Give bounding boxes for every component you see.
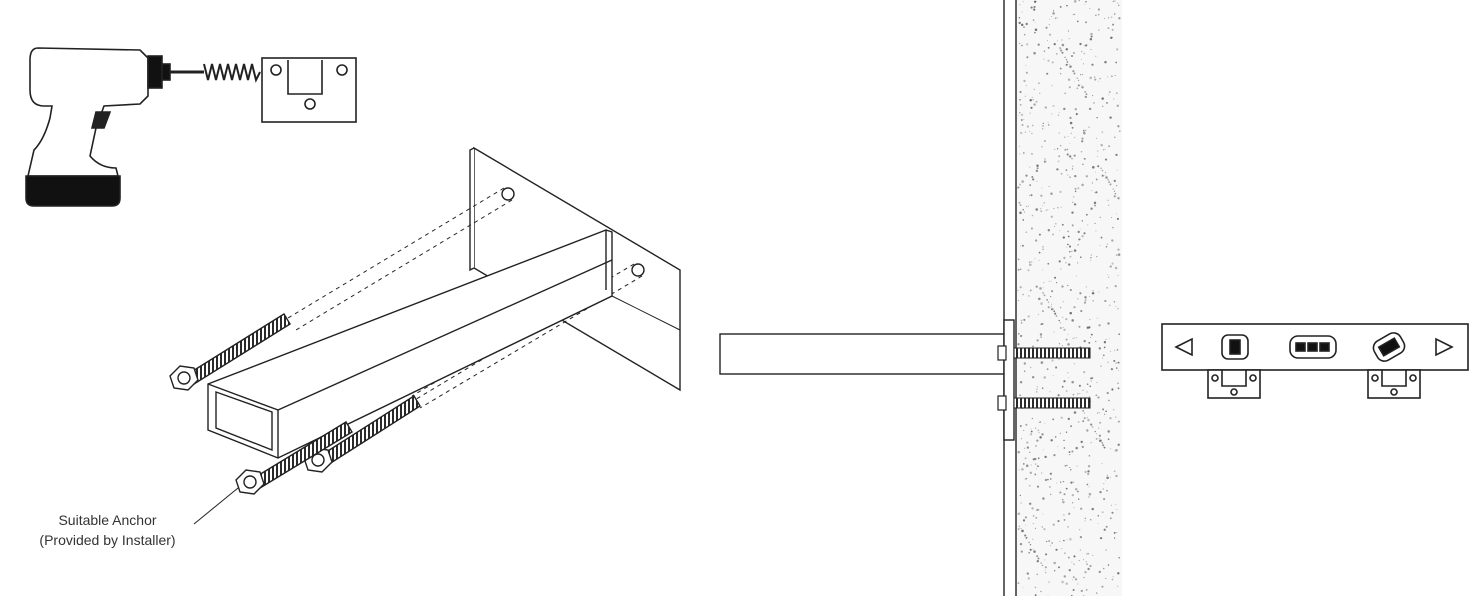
anchor-bolt (169, 313, 291, 391)
anchor-annotation: Suitable Anchor (Provided by Installer) (0, 510, 215, 550)
mounted-tube (719, 333, 1005, 375)
embedded-anchor (1013, 347, 1091, 359)
spirit-level-icon (1161, 323, 1469, 399)
mounting-plate-small (261, 57, 357, 123)
anchor-annotation-line1: Suitable Anchor (58, 512, 157, 528)
drill-illustration (25, 47, 357, 207)
annotation-leader (193, 487, 239, 525)
power-drill-icon (25, 47, 271, 207)
concrete-wall (1016, 0, 1122, 596)
bracket-isometric (169, 146, 681, 525)
embedded-anchor (1013, 397, 1091, 409)
wall-section (719, 0, 1122, 597)
anchor-annotation-line2: (Provided by Installer) (39, 532, 176, 548)
concrete-texture (1017, 0, 1121, 597)
wall-plate-profile (1003, 319, 1015, 441)
anchor-bolt (235, 421, 353, 495)
